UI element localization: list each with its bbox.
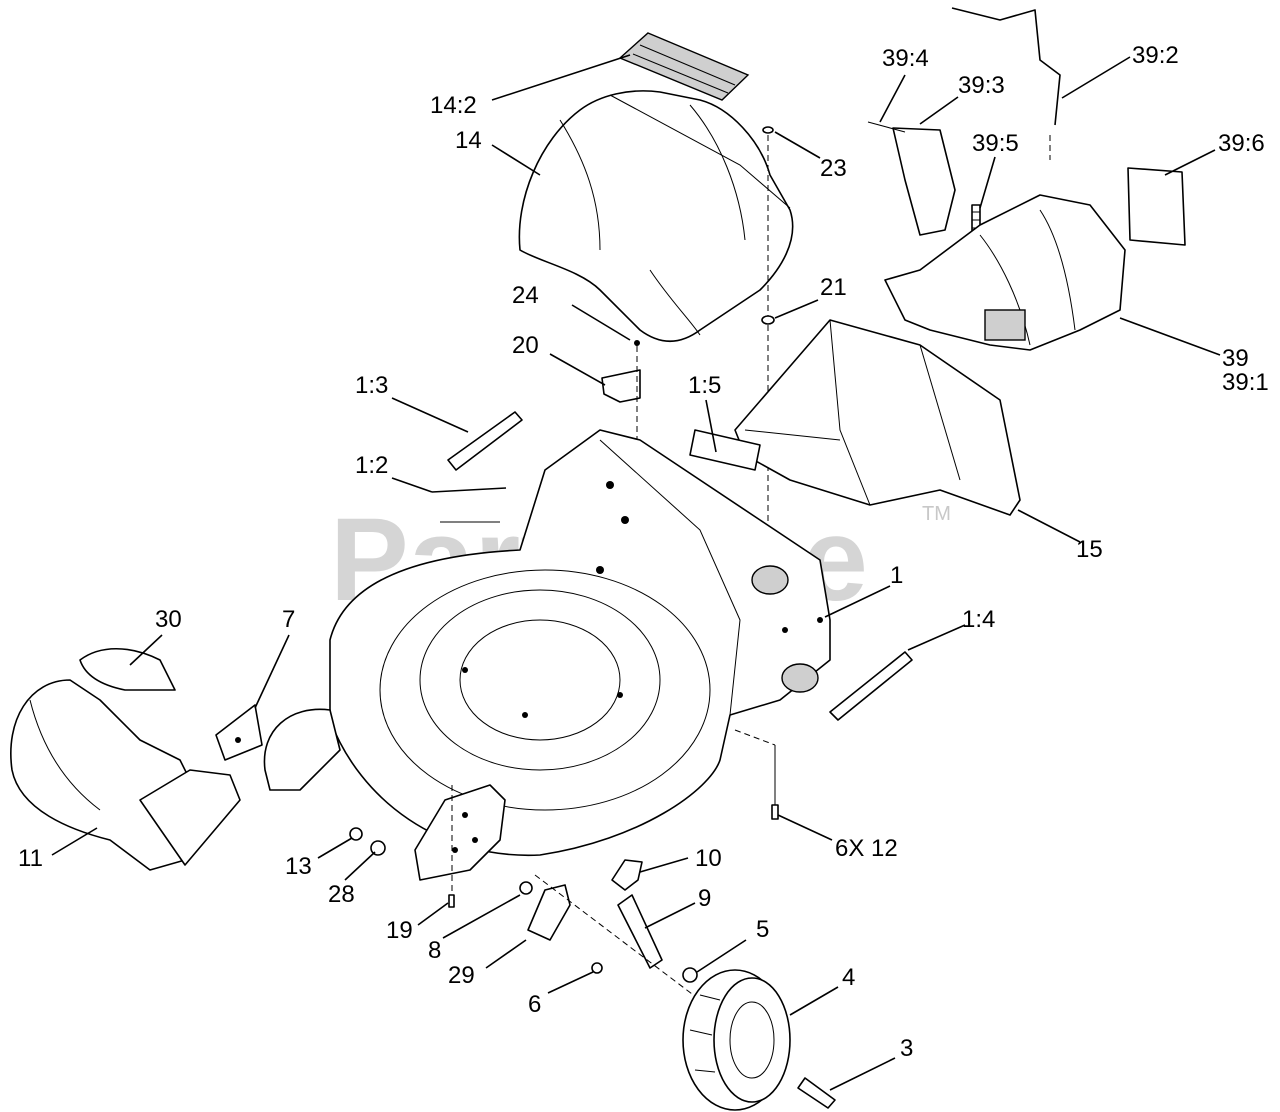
part-wheel-4 <box>682 969 791 1111</box>
callout-19: 19 <box>386 917 413 944</box>
callout-5: 5 <box>756 916 769 943</box>
callout-24: 24 <box>512 282 539 309</box>
part-trim-1-2 <box>431 487 507 493</box>
callout-4: 4 <box>842 964 855 991</box>
part-decal-39-6 <box>1127 167 1186 246</box>
callout-30: 30 <box>155 606 182 633</box>
callout-1-5: 1:5 <box>688 372 721 399</box>
part-screw-23 <box>761 126 775 555</box>
callout-15: 15 <box>1076 536 1103 563</box>
part-handle-lever-39-2 <box>951 7 1061 160</box>
callout-3: 3 <box>900 1035 913 1062</box>
part-decal-14-2 <box>618 32 750 101</box>
part-bracket-20 <box>601 340 641 440</box>
part-arm-29 <box>527 884 571 941</box>
part-trim-1-3 <box>447 411 523 471</box>
callout-7: 7 <box>282 606 295 633</box>
part-decal-1-5 <box>689 429 761 471</box>
callout-1-4: 1:4 <box>962 606 995 633</box>
part-screw-19 <box>448 894 455 908</box>
callout-14: 14 <box>455 127 482 154</box>
callout-39-6: 39:6 <box>1218 130 1265 157</box>
callout-1: 1 <box>890 562 903 589</box>
part-bracket-7 <box>215 704 263 761</box>
part-latch-39-3 <box>867 121 956 236</box>
callout-labels: 14:2 14 23 39:4 39:3 39:2 39:5 39:6 21 2… <box>18 42 1269 1062</box>
part-grass-bag-frame-15 <box>734 319 1021 516</box>
callout-39-2: 39:2 <box>1132 42 1179 69</box>
part-bushing-8 <box>519 881 533 895</box>
part-trim-1-4 <box>829 651 913 721</box>
callout-21: 21 <box>820 274 847 301</box>
callout-39-5: 39:5 <box>972 130 1019 157</box>
callout-6x12: 6X 12 <box>835 835 898 862</box>
callout-10: 10 <box>695 845 722 872</box>
part-mower-deck-1 <box>329 429 831 857</box>
callout-1-2: 1:2 <box>355 452 388 479</box>
part-front-shield-11 <box>10 679 241 871</box>
part-rear-door-14 <box>518 90 794 342</box>
watermark-trademark: TM <box>922 503 951 525</box>
part-height-adjuster-plate <box>414 784 506 908</box>
part-housing-39 <box>884 194 1126 351</box>
part-front-axle-bracket <box>263 708 341 791</box>
callout-28: 28 <box>328 881 355 908</box>
callout-13: 13 <box>285 853 312 880</box>
part-screw-6x12 <box>771 804 779 820</box>
leader-lines <box>51 54 1221 1091</box>
callout-1-3: 1:3 <box>355 372 388 399</box>
callout-39-4: 39:4 <box>882 45 929 72</box>
part-nut-21 <box>761 315 775 325</box>
callout-39-3: 39:3 <box>958 72 1005 99</box>
callout-8: 8 <box>428 937 441 964</box>
callout-39: 39 <box>1222 345 1249 372</box>
part-bolt-5 <box>682 967 698 983</box>
callout-29: 29 <box>448 962 475 989</box>
callout-39-1: 39:1 <box>1222 369 1269 396</box>
part-bolt-3 <box>797 1077 836 1109</box>
callout-20: 20 <box>512 332 539 359</box>
part-lever-9 <box>617 894 663 969</box>
callout-23: 23 <box>820 155 847 182</box>
part-nut-13 <box>349 827 363 841</box>
callout-11: 11 <box>18 845 43 872</box>
part-spacer-10 <box>611 859 643 891</box>
callout-9: 9 <box>698 885 711 912</box>
callout-14-2: 14:2 <box>430 92 477 119</box>
part-nut-6 <box>591 962 603 974</box>
part-handle-30 <box>79 647 176 691</box>
callout-6: 6 <box>528 991 541 1018</box>
